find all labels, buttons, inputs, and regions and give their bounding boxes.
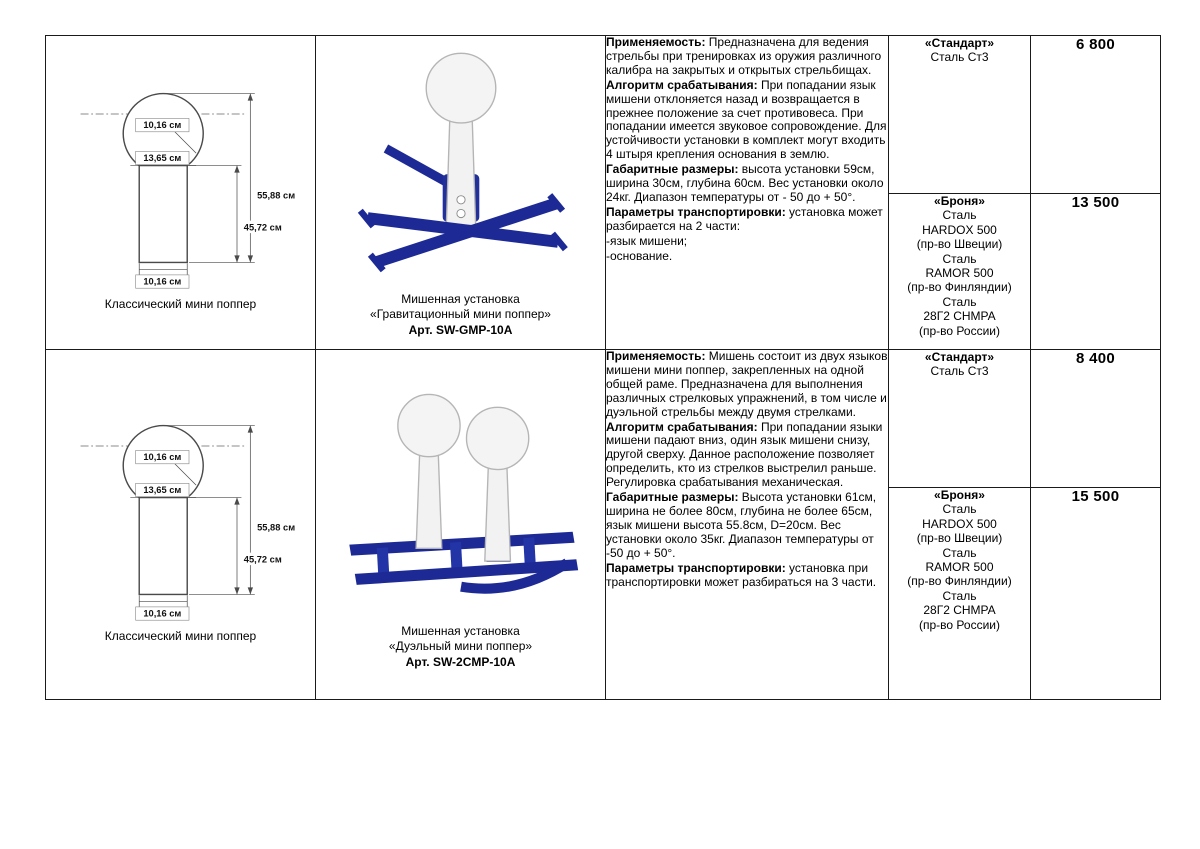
- desc-text: Предназначена для ведения стрельбы при т…: [606, 35, 882, 77]
- dim-top-width: 10,16 см: [143, 120, 181, 130]
- dim-total-height: 55,88 см: [257, 522, 295, 532]
- dim-stem-height: 45,72 см: [243, 222, 281, 232]
- desc-label: Алгоритм срабатывания:: [606, 77, 758, 92]
- desc-section: Габаритные размеры: высота установки 59с…: [606, 162, 888, 205]
- price-value: 13 500: [1071, 194, 1120, 212]
- variant-standard-cell: «Стандарт» Сталь Ст3: [888, 349, 1031, 488]
- variant-materials: Сталь HARDOX 500 (пр-во Швеции) Сталь RA…: [907, 502, 1012, 632]
- desc-section: Параметры транспортировки: установка при…: [606, 560, 888, 590]
- desc-label: Параметры транспортировки:: [606, 204, 786, 219]
- price-value: 15 500: [1071, 488, 1120, 506]
- product-caption: Мишенная установка «Дуэльный мини поппер…: [389, 624, 532, 671]
- variant-name: «Стандарт»: [924, 350, 995, 365]
- variant-standard-cell: «Стандарт» Сталь Ст3: [888, 35, 1031, 194]
- popper-dimension-diagram: 10,16 см 13,65 см 55,88 см: [80, 92, 300, 289]
- dim-total-height: 55,88 см: [257, 190, 295, 200]
- variant-armor-cell: «Броня» Сталь HARDOX 500 (пр-во Швеции) …: [888, 487, 1031, 700]
- price-cell: 6 800: [1030, 35, 1161, 194]
- dimension-diagram-cell: 10,16 см 13,65 см 55,88 см: [45, 349, 316, 700]
- product-photo-cell: Мишенная установка «Дуэльный мини поппер…: [315, 349, 606, 700]
- variant-name: «Броня»: [934, 194, 985, 209]
- desc-section: Габаритные размеры: Высота установки 61с…: [606, 490, 888, 561]
- desc-label: Применяемость:: [606, 35, 706, 49]
- desc-text: установка может разбирается на 2 части:: [606, 204, 883, 233]
- description-cell: Применяемость: Мишень состоит из двух яз…: [605, 349, 889, 700]
- product-article-number: Арт. SW-2CMP-10A: [405, 654, 516, 669]
- variant-materials: Сталь HARDOX 500 (пр-во Швеции) Сталь RA…: [907, 208, 1012, 338]
- price-value: 6 800: [1075, 36, 1116, 54]
- desc-section: Применяемость: Мишень состоит из двух яз…: [606, 349, 888, 420]
- desc-section: Параметры транспортировки: установка мож…: [606, 204, 888, 234]
- variant-armor-cell: «Броня» Сталь HARDOX 500 (пр-во Швеции) …: [888, 193, 1031, 350]
- description-cell: Применяемость: Предназначена для ведения…: [605, 35, 889, 350]
- dim-chord-width: 13,65 см: [143, 485, 181, 495]
- diagram-caption: Классический мини поппер: [104, 629, 257, 643]
- desc-section: -основание.: [606, 248, 888, 264]
- desc-label: Габаритные размеры:: [606, 490, 739, 505]
- variant-name: «Стандарт»: [924, 36, 995, 51]
- duel-popper-render: [348, 393, 578, 594]
- price-cell: 8 400: [1030, 349, 1161, 488]
- desc-text: -язык мишени;: [606, 233, 688, 248]
- product-caption-subtitle: «Дуэльный мини поппер»: [388, 639, 533, 654]
- product-caption: Мишенная установка «Гравитационный мини …: [370, 292, 551, 339]
- variant-materials: Сталь Ст3: [930, 364, 989, 379]
- gravity-popper-render: [357, 52, 568, 272]
- product-caption-title: Мишенная установка: [401, 623, 520, 638]
- product-row-2: 10,16 см 13,65 см 55,88 см: [45, 349, 1161, 700]
- dim-stem-height: 45,72 см: [243, 554, 281, 564]
- dim-top-width: 10,16 см: [143, 452, 181, 462]
- desc-label: Габаритные размеры:: [606, 162, 739, 177]
- product-catalog-table: 10,16 см 13,65 см 55,88 см: [45, 35, 1161, 700]
- desc-text: установка при транспортировки может разб…: [606, 560, 877, 589]
- desc-section: -язык мишени;: [606, 233, 888, 249]
- desc-text: высота установки 59см, ширина 30см, глуб…: [606, 162, 884, 204]
- desc-text: Мишень состоит из двух языков мишени мин…: [606, 349, 888, 419]
- price-value: 8 400: [1075, 350, 1116, 368]
- diagram-caption: Классический мини поппер: [104, 297, 257, 311]
- desc-label: Параметры транспортировки:: [606, 560, 786, 575]
- desc-section: Алгоритм срабатывания: При попадании язы…: [606, 419, 888, 491]
- product-row-2-armor: «Броня» Сталь HARDOX 500 (пр-во Швеции) …: [46, 487, 1161, 700]
- desc-text: При попадании язык мишени отклоняется на…: [606, 77, 887, 162]
- product-caption-title: Мишенная установка: [401, 291, 520, 306]
- variant-name: «Броня»: [934, 488, 985, 503]
- price-cell: 13 500: [1030, 193, 1161, 350]
- product-row-1: 10,16 см 13,65 см 55,88 см: [45, 35, 1161, 350]
- product-article-number: Арт. SW-GMP-10A: [408, 322, 513, 337]
- desc-label: Алгоритм срабатывания:: [606, 419, 758, 434]
- dim-base-width: 10,16 см: [143, 277, 181, 287]
- desc-label: Применяемость:: [606, 349, 706, 363]
- variant-materials: Сталь Ст3: [930, 50, 989, 65]
- product-photo-cell: Мишенная установка «Гравитационный мини …: [315, 35, 606, 350]
- product-caption-subtitle: «Гравитационный мини поппер»: [370, 307, 551, 322]
- price-cell: 15 500: [1030, 487, 1161, 700]
- dim-base-width: 10,16 см: [143, 609, 181, 619]
- dimension-diagram-cell: 10,16 см 13,65 см 55,88 см: [45, 35, 316, 350]
- desc-section: Применяемость: Предназначена для ведения…: [606, 35, 888, 78]
- desc-text: -основание.: [606, 248, 673, 263]
- dim-chord-width: 13,65 см: [143, 153, 181, 163]
- desc-text: Высота установки 61см, ширина не более 8…: [606, 490, 877, 560]
- product-row-1-armor: «Броня» Сталь HARDOX 500 (пр-во Швеции) …: [46, 193, 1161, 350]
- popper-dimension-diagram: 10,16 см 13,65 см 55,88 см: [80, 424, 300, 621]
- desc-text: При попадании языки мишени падают вниз, …: [606, 419, 883, 490]
- desc-section: Алгоритм срабатывания: При попадании язы…: [606, 77, 888, 162]
